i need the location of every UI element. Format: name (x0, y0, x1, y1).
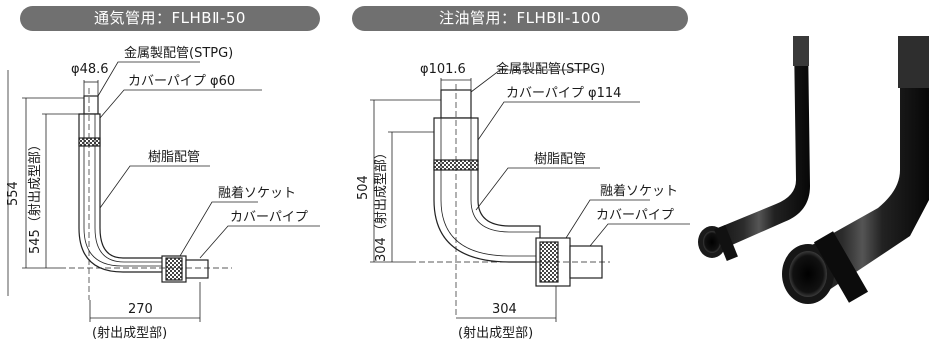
right-metal-pipe-label: 金属製配管(STPG) (496, 62, 606, 77)
left-resin-pipe-label: 樹脂配管 (148, 150, 201, 165)
left-dim-width-note: (射出成型部) (92, 326, 168, 341)
right-fusion-socket-label: 融着ソケット (600, 184, 679, 199)
pipe-product-photo (698, 36, 929, 304)
left-section-header: 通気管用：FLHBⅡ-50 (20, 6, 320, 31)
left-cover-pipe-label: カバーパイプ (230, 210, 308, 225)
right-cover-pipe-diameter-label: カバーパイプ φ114 (506, 86, 622, 101)
right-pipe-drawing (370, 69, 690, 322)
left-fusion-socket-label: 融着ソケット (218, 186, 297, 201)
right-resin-pipe-label: 樹脂配管 (534, 152, 587, 167)
left-dim-molded-height: 545（射出成型部） (28, 138, 43, 254)
left-metal-pipe-label: 金属製配管(STPG) (124, 46, 234, 61)
right-dim-total-height: 504 (356, 175, 371, 200)
right-dim-width: 304 (492, 302, 517, 317)
left-cover-pipe-diameter-label: カバーパイプ φ60 (128, 74, 236, 89)
right-dim-top-diameter: φ101.6 (420, 62, 466, 77)
left-dim-top-diameter: φ48.6 (71, 62, 109, 77)
right-dim-width-note: (射出成型部) (458, 326, 534, 341)
right-dim-molded-height: 304（射出成型部） (374, 146, 389, 262)
left-pipe-drawing (7, 61, 320, 322)
left-dim-total-height: 554 (6, 181, 21, 206)
left-dim-width: 270 (128, 302, 153, 317)
right-section-header: 注油管用：FLHBⅡ-100 (352, 6, 688, 31)
right-cover-pipe-label: カバーパイプ (596, 208, 674, 223)
